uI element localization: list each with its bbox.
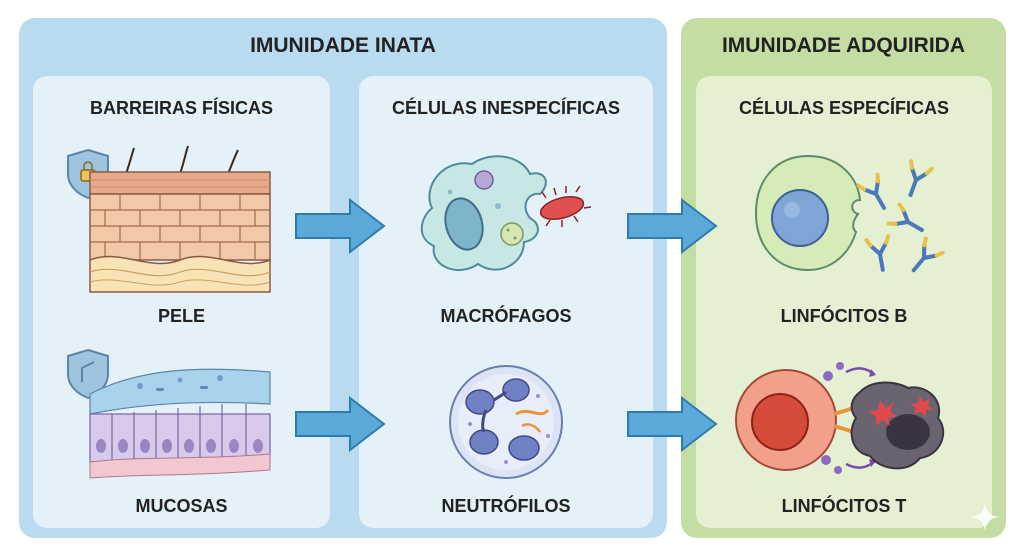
specific-cells-box <box>696 76 992 528</box>
nonspecific-cells-title: CÉLULAS INESPECÍFICAS <box>391 98 621 118</box>
t-lymphocyte-label: LINFÓCITOS T <box>781 496 907 516</box>
macrophage-label: MACRÓFAGOS <box>440 306 572 326</box>
acquired-immunity-title: IMUNIDADE ADQUIRIDA <box>721 34 966 57</box>
physical-barriers-title: BARREIRAS FÍSICAS <box>89 98 273 118</box>
arrow-skin-to-macrophage <box>295 197 386 255</box>
b-lymphocyte-label: LINFÓCITOS B <box>780 306 908 326</box>
arrow-neutrophil-to-t-cell <box>627 395 718 453</box>
t-lymphocyte-illustration <box>735 362 945 474</box>
neutrophil-label: NEUTRÓFILOS <box>441 496 571 516</box>
mucosa-label: MUCOSAS <box>135 496 228 516</box>
skin-label: PELE <box>157 306 205 326</box>
arrow-macrophage-to-b-cell <box>627 197 718 255</box>
mucosa-illustration <box>67 348 271 479</box>
innate-immunity-title: IMUNIDADE INATA <box>250 34 436 57</box>
neutrophil-illustration <box>449 365 563 479</box>
specific-cells-title: CÉLULAS ESPECÍFICAS <box>738 98 950 118</box>
macrophage-illustration <box>420 155 592 271</box>
arrow-mucosa-to-neutrophil <box>295 395 386 453</box>
b-lymphocyte-illustration <box>754 154 945 273</box>
sparkle-icon <box>970 502 1000 532</box>
skin-illustration <box>67 145 271 293</box>
